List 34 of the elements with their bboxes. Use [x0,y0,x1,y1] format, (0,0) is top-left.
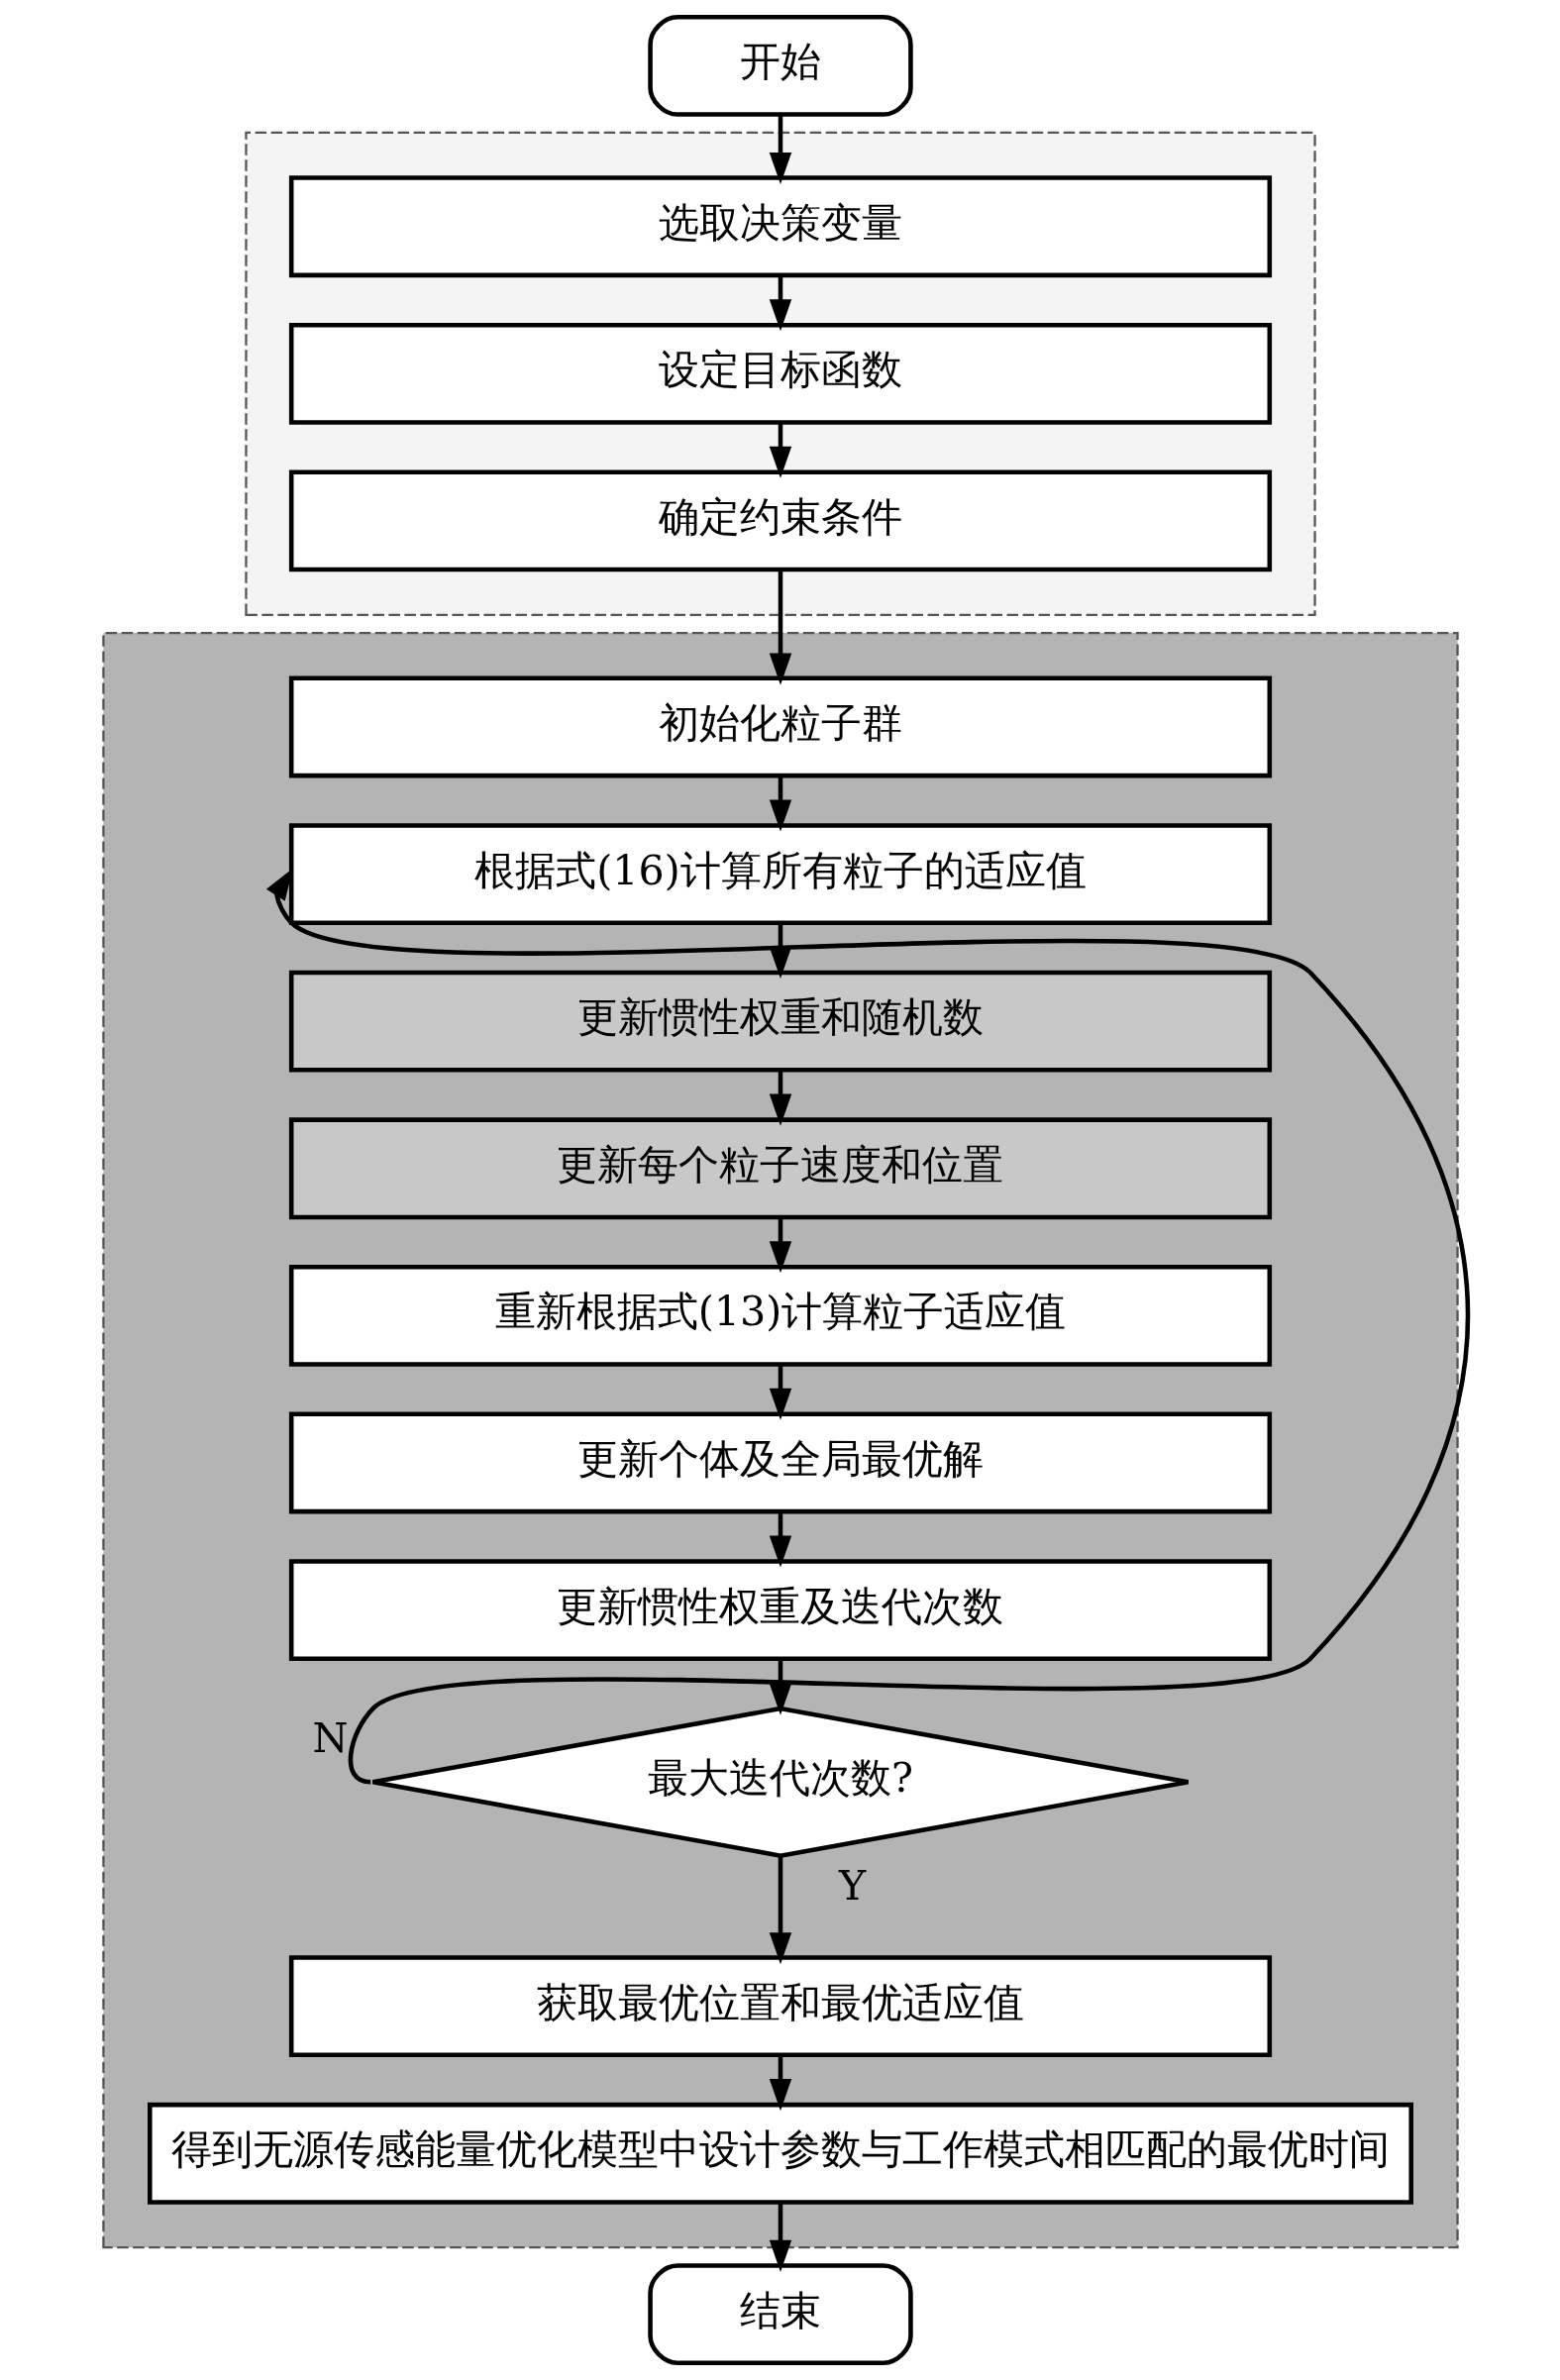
node-box: 获取最优位置和最优适应值 [288,1955,1272,2058]
node-box: 选取决策变量 [288,175,1272,278]
node-box: 设定目标函数 [288,322,1272,425]
node-box: 初始化粒子群 [288,675,1272,778]
arrow [265,868,1470,1784]
arrow [769,1364,791,1420]
edge-label: N [311,1714,348,1763]
arrow [769,1856,791,1965]
node-box: 结束 [647,2263,913,2366]
arrow [769,1511,791,1568]
node-box: 开始 [647,14,913,117]
edge-label: Y [838,1862,866,1911]
arrow [769,1217,791,1274]
arrow [769,569,791,685]
arrow [769,1070,791,1126]
arrow [769,115,791,185]
node-box: 得到无源传感能量优化模型中设计参数与工作模式相匹配的最优时间 [147,2102,1413,2205]
arrow [769,776,791,832]
node-diamond: 最大迭代次数? [369,1706,1191,1858]
arrow [769,1659,791,1715]
arrow [769,422,791,478]
node-box: 更新惯性权重和随机数 [288,970,1272,1073]
node-box: 根据式(16)计算所有粒子的适应值 [288,823,1272,925]
node-box: 更新惯性权重及迭代次数 [288,1559,1272,1662]
node-box: 更新个体及全局最优解 [288,1411,1272,1514]
cluster [244,131,1316,616]
cluster [101,631,1459,2249]
arrow [769,923,791,980]
node-box: 确定约束条件 [288,469,1272,572]
arrow [769,275,791,332]
arrow [769,2055,791,2112]
arrow [769,2202,791,2272]
node-box: 重新根据式(13)计算粒子适应值 [288,1264,1272,1367]
node-box: 更新每个粒子速度和位置 [288,1117,1272,1220]
